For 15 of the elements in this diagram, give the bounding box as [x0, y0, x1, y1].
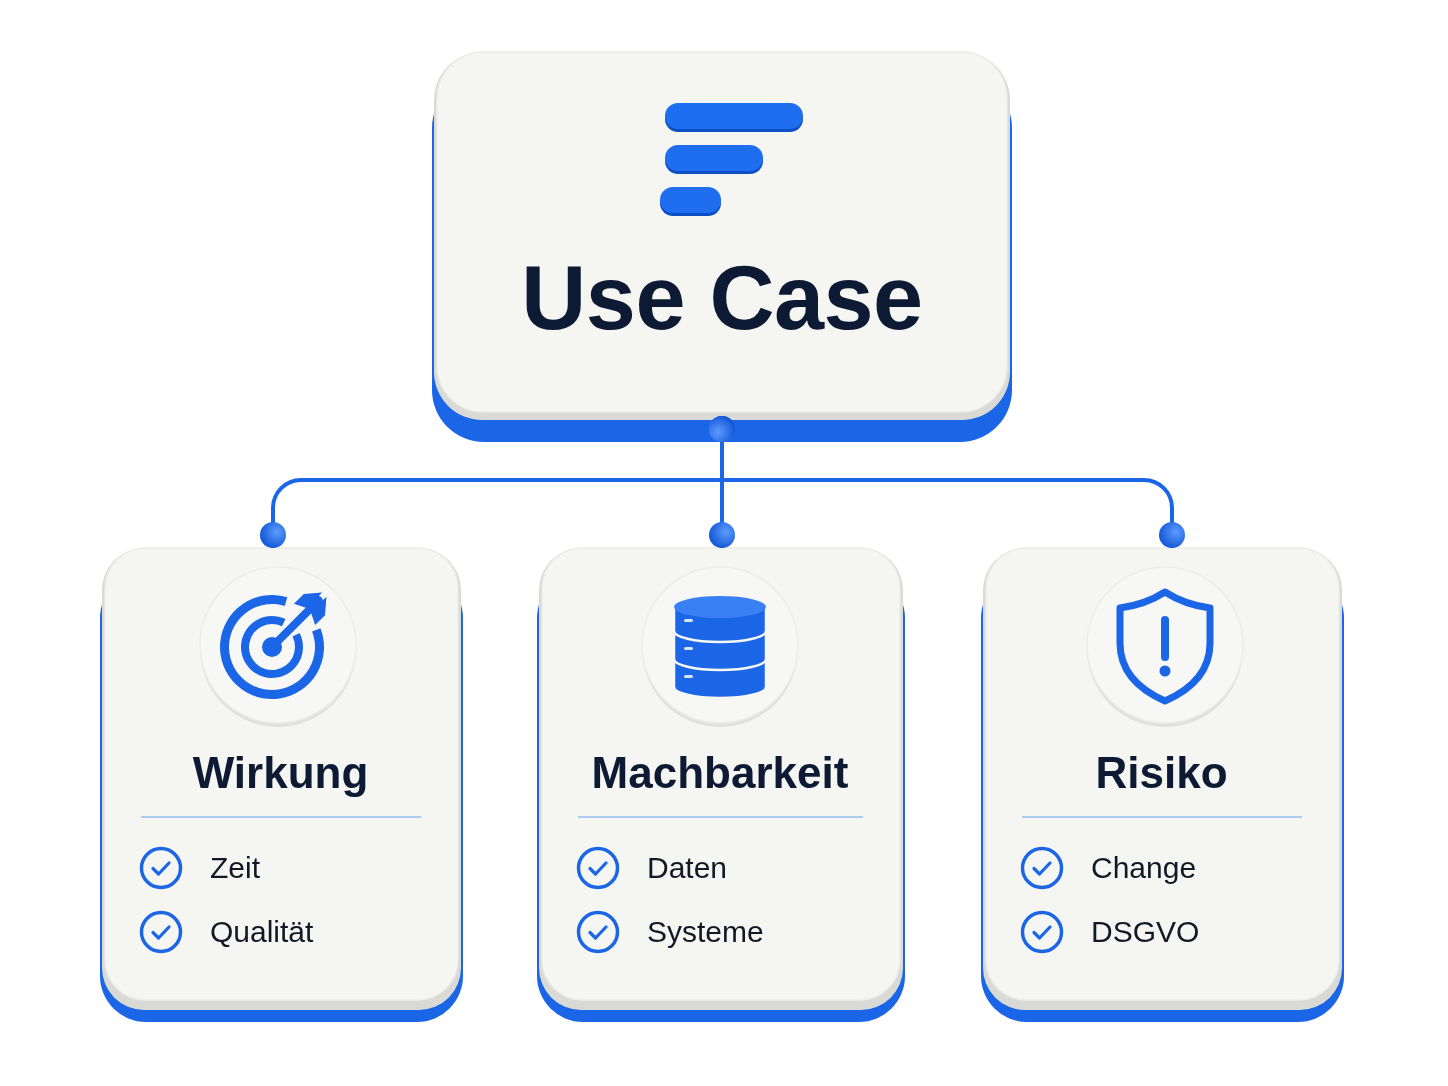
category-card [100, 548, 463, 1022]
list-item-text: Qualität [210, 914, 314, 950]
category-card [981, 548, 1344, 1022]
title-card [432, 52, 1012, 442]
connector-line [709, 416, 1185, 548]
list-item-text: Zeit [210, 850, 260, 886]
list-item-text: Systeme [647, 914, 764, 950]
category-card [537, 548, 905, 1022]
title-text: Use Case [521, 248, 923, 348]
card-heading: Wirkung [192, 747, 369, 799]
list-item-text: Change [1091, 850, 1197, 886]
list-item-text: Daten [647, 850, 728, 886]
list-item-text: DSGVO [1091, 914, 1200, 950]
card-heading: Machbarkeit [591, 747, 849, 799]
card-heading: Risiko [1095, 747, 1228, 799]
